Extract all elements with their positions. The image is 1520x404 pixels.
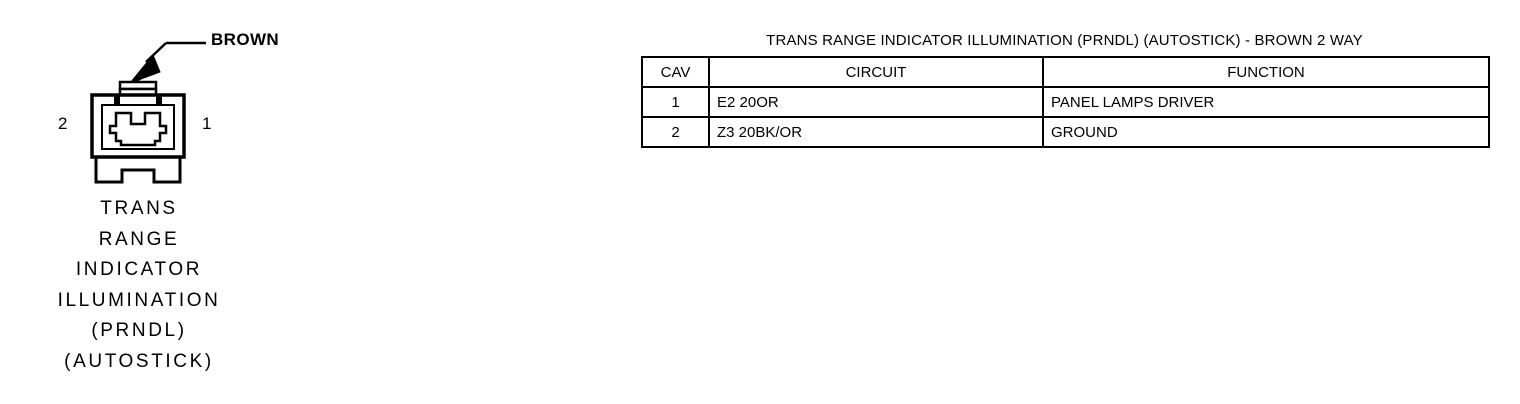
pin-number-1: 1 [202, 114, 212, 133]
pin-number-2: 2 [58, 114, 68, 133]
cell-function: PANEL LAMPS DRIVER [1042, 86, 1490, 118]
caption-line-1: TRANS [100, 198, 178, 219]
cell-cav: 1 [641, 86, 710, 118]
caption-line-2: RANGE [98, 228, 180, 250]
connector-notch-left [114, 95, 120, 104]
table-row: 2 Z3 20BK/OR GROUND [641, 116, 1490, 148]
connector-cavity-shape [108, 111, 168, 147]
caption-line-4: ILLUMINATION [57, 289, 221, 311]
column-header-circuit: CIRCUIT [708, 56, 1044, 88]
caption-line-5: (PRNDL) [91, 320, 187, 341]
caption-line-3: INDICATOR [75, 259, 203, 280]
table-header-row: CAV CIRCUIT FUNCTION [641, 56, 1490, 88]
connector-drawing-svg [90, 41, 206, 184]
cell-cav: 2 [641, 116, 710, 148]
cell-circuit: Z3 20BK/OR [708, 116, 1044, 148]
connector-mount-legs [94, 155, 182, 184]
cavity-table: CAV CIRCUIT FUNCTION 1 E2 20OR PANEL LAM… [641, 56, 1490, 148]
connector-caption: TRANS RANGE INDICATOR ILLUMINATION (PRND… [0, 194, 278, 377]
cavity-table-block: TRANS RANGE INDICATOR ILLUMINATION (PRND… [641, 32, 1490, 148]
connector-notch-right [156, 95, 162, 104]
table-row: 1 E2 20OR PANEL LAMPS DRIVER [641, 86, 1490, 118]
connector-illustration: BROWN 2 1 TRANS RANGE INDICATOR ILLUMINA… [0, 0, 300, 404]
wire-color-label: BROWN [211, 30, 280, 49]
cell-circuit: E2 20OR [708, 86, 1044, 118]
table-title: TRANS RANGE INDICATOR ILLUMINATION (PRND… [766, 32, 1363, 49]
caption-line-6: (AUTOSTICK) [64, 350, 214, 372]
cell-function: GROUND [1042, 116, 1490, 148]
column-header-cav: CAV [641, 56, 710, 88]
column-header-function: FUNCTION [1042, 56, 1490, 88]
